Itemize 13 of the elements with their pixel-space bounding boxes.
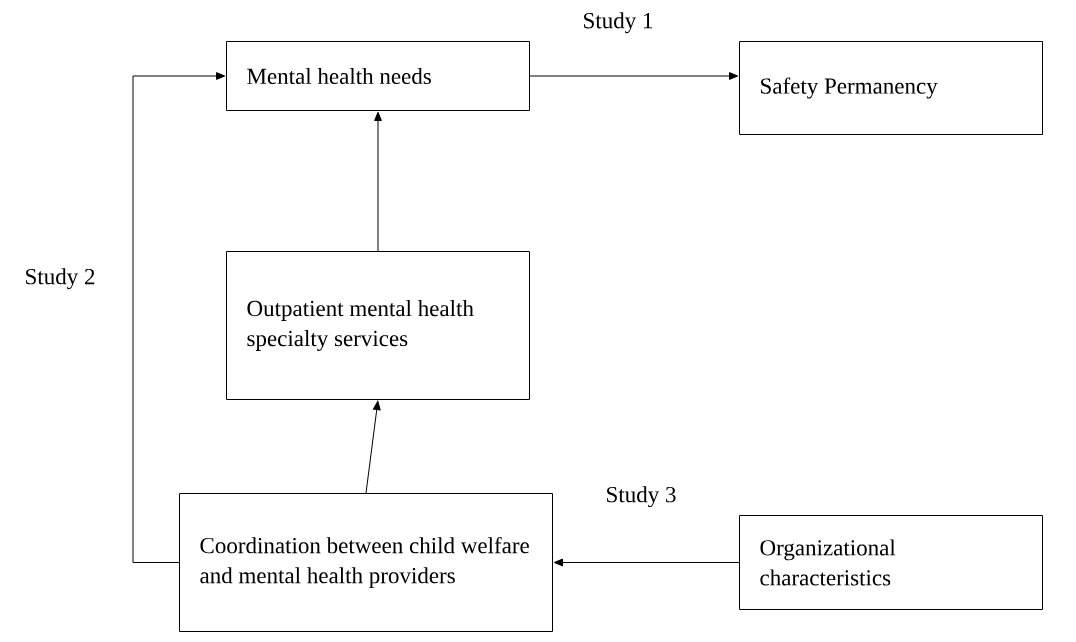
study-label: Study 1 bbox=[584, 12, 653, 34]
study-label: Study 2 bbox=[26, 268, 95, 290]
arrow bbox=[365, 400, 381, 494]
process-box: Organizational characteristics bbox=[739, 515, 1043, 610]
process-box: Safety Permanency bbox=[739, 41, 1043, 135]
process-box: Mental health needs bbox=[226, 41, 530, 111]
arrow bbox=[553, 558, 740, 567]
arrow bbox=[374, 111, 382, 252]
arrow bbox=[132, 72, 226, 563]
process-box: Coordination between child welfare and mental health providers bbox=[179, 493, 553, 632]
process-box: Outpatient mental health specialty services bbox=[226, 251, 530, 400]
study-label: Study 3 bbox=[607, 486, 676, 508]
arrow bbox=[529, 72, 739, 80]
